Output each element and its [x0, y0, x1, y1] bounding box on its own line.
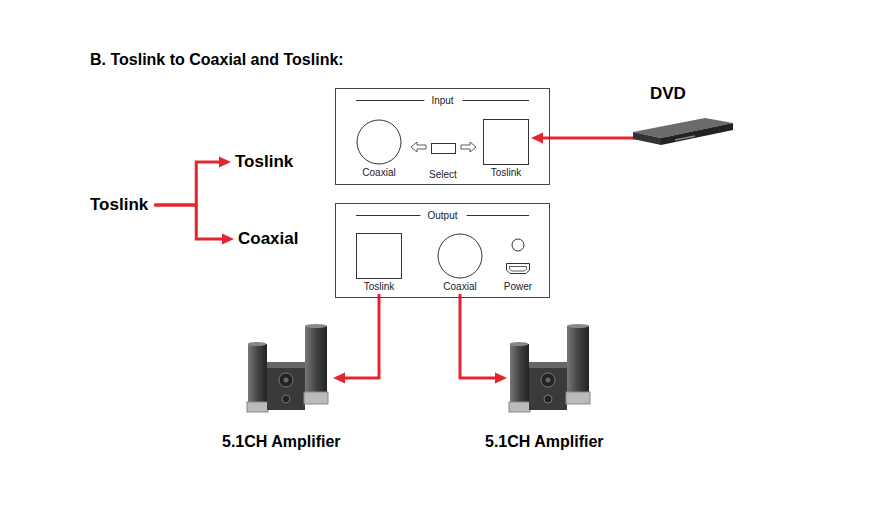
- signal-line: [343, 294, 379, 378]
- heading-rule: [356, 100, 424, 101]
- signal-line: [154, 162, 221, 205]
- port-label: Coaxial: [435, 281, 485, 293]
- speaker-illustration: [245, 322, 333, 414]
- port-node: Select: [423, 141, 463, 181]
- dvd-illustration: [625, 104, 737, 150]
- diagram-title: B. Toslink to Coaxial and Toslink:: [90, 50, 344, 70]
- signal-connector: [333, 294, 379, 384]
- signal-connector: [531, 133, 639, 144]
- port-node: Toslink: [354, 233, 404, 293]
- power-jack: [493, 233, 543, 279]
- panel-heading-row: Input: [336, 95, 549, 107]
- amplifier-node: 5.1CH Amplifier: [245, 322, 333, 414]
- heading-rule: [463, 100, 529, 101]
- device-panel: OutputToslink Coaxial Power: [335, 203, 550, 298]
- amplifier-label: 5.1CH Amplifier: [485, 432, 604, 452]
- arrowhead: [333, 373, 345, 384]
- toslink-jack: [481, 119, 531, 165]
- port-label: Toslink: [354, 281, 404, 293]
- amplifier-label: 5.1CH Amplifier: [222, 432, 341, 452]
- port-label: Coaxial: [354, 167, 404, 179]
- signal-label: Toslink: [90, 195, 148, 215]
- signal-line: [541, 137, 639, 140]
- port-node: Coaxial: [435, 233, 485, 293]
- arrowhead: [531, 133, 543, 144]
- select-arrow: [411, 142, 426, 152]
- panel-heading: Input: [428, 95, 456, 106]
- device-panel: InputCoaxial Select Toslink: [335, 88, 550, 185]
- coaxial-jack: [435, 233, 485, 279]
- signal-label: Toslink: [235, 152, 293, 172]
- port-label: Power: [493, 281, 543, 293]
- arrowhead: [219, 157, 231, 168]
- dvd-player: DVD: [625, 84, 737, 150]
- signal-name: Toslink: [90, 195, 148, 215]
- signal-label: Coaxial: [238, 229, 298, 249]
- port-node: Toslink: [481, 119, 531, 179]
- toslink-jack: [354, 233, 404, 279]
- speaker-illustration: [507, 322, 595, 414]
- heading-rule: [356, 215, 420, 216]
- signal-connector: [154, 157, 231, 206]
- heading-rule: [467, 215, 529, 216]
- port-label: Select: [423, 169, 463, 181]
- signal-name: Coaxial: [238, 229, 298, 249]
- device-name: DVD: [625, 84, 737, 104]
- coaxial-jack: [354, 119, 404, 165]
- signal-line: [460, 294, 497, 378]
- select-switch: [423, 141, 463, 156]
- signal-line: [154, 205, 224, 239]
- port-node: Coaxial: [354, 119, 404, 179]
- signal-name: Toslink: [235, 152, 293, 172]
- signal-connector: [154, 205, 234, 245]
- arrowhead: [222, 234, 234, 245]
- select-arrow: [461, 142, 476, 152]
- port-label: Toslink: [481, 167, 531, 179]
- amplifier-node: 5.1CH Amplifier: [507, 322, 595, 414]
- arrowhead: [495, 373, 507, 384]
- port-node: Power: [493, 233, 543, 293]
- panel-heading: Output: [424, 210, 460, 221]
- panel-heading-row: Output: [336, 210, 549, 222]
- signal-connector: [460, 294, 507, 384]
